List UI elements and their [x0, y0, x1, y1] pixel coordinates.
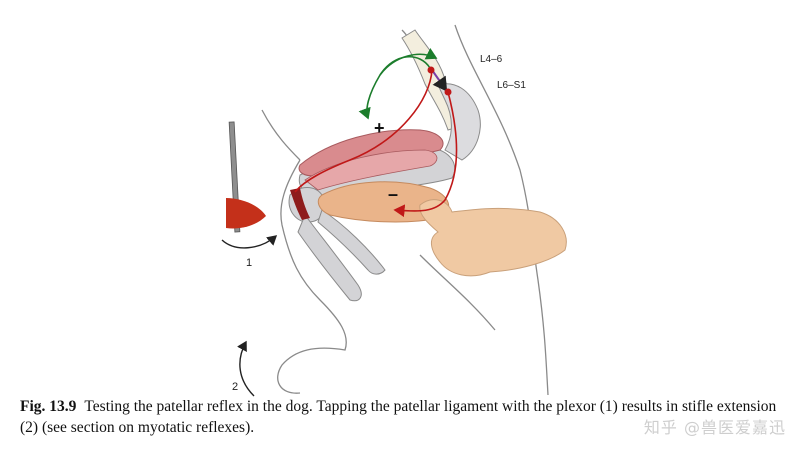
step-number-1: 1: [246, 257, 252, 269]
inhibitory-sign: –: [388, 184, 398, 204]
synapse-dot-upper: [427, 66, 435, 74]
figure-number: Fig. 13.9: [20, 398, 77, 415]
spinal-segment-lower: [437, 83, 481, 161]
plexor-hammer-icon: [226, 121, 266, 233]
excitatory-arc-top: [379, 47, 438, 76]
synapse-dot-lower: [444, 88, 452, 96]
watermark: 知乎 @兽医爱嘉迅: [643, 418, 786, 437]
curved-arrow-icon: [237, 340, 255, 397]
segment-label-l4-6: L4–6: [480, 54, 503, 65]
curved-arrow-icon: [221, 235, 278, 249]
patellar-ligament: [290, 188, 310, 220]
step-number-2: 2: [232, 381, 238, 393]
interneuron-path: [431, 69, 448, 92]
excitatory-sign: +: [374, 118, 385, 138]
segment-label-l6-s1: L6–S1: [497, 80, 526, 91]
quadriceps-muscle-lower: [304, 149, 438, 191]
caption-text: Testing the patellar reflex in the dog. …: [20, 398, 777, 436]
afferent-pathway: [393, 91, 458, 218]
examiner-hand: [419, 199, 567, 277]
efferent-pathway: [294, 69, 433, 193]
